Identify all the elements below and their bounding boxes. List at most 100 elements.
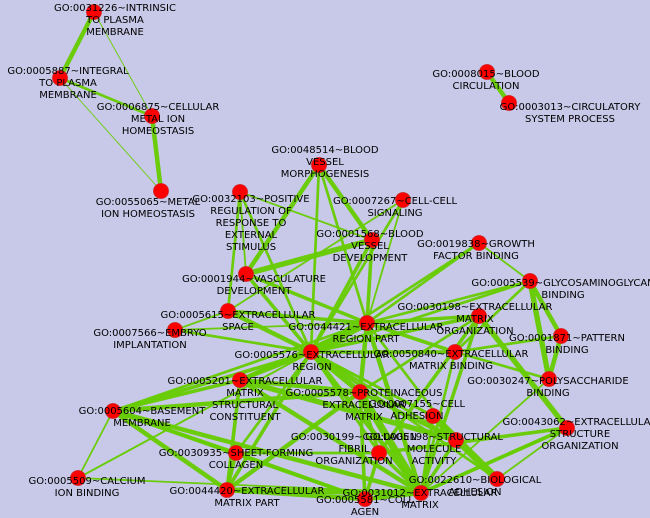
edge-n22-n27 <box>237 377 459 443</box>
node-label-line: EXTERNAL <box>225 230 278 241</box>
edge-n27-n30 <box>455 439 498 480</box>
node-label-line: STIMULUS <box>226 242 276 253</box>
edge-n9-n16 <box>366 199 404 324</box>
node-label-line: MATRIX <box>456 314 494 325</box>
node-n21[interactable] <box>541 371 557 387</box>
edge-n32-n34 <box>224 487 368 502</box>
edge-n14-n19 <box>225 308 314 355</box>
node-n29[interactable] <box>228 445 244 461</box>
node-label-line: SYSTEM PROCESS <box>525 114 615 125</box>
node-label-line: EXTRACELLULAR <box>322 400 405 411</box>
node-n22[interactable] <box>232 372 248 388</box>
node-n20[interactable] <box>447 344 463 360</box>
edge-n18-n19 <box>173 328 313 354</box>
edge-n23-n28 <box>358 390 381 455</box>
edge-n1-n2 <box>57 9 97 81</box>
node-label-line: GO:0005198~STRUCTURAL <box>365 432 503 443</box>
node-label-line: GO:0001871~PATTERN <box>509 333 625 344</box>
node-n18[interactable] <box>167 322 183 338</box>
node-label-line: GO:0043062~EXTRACELLULAR <box>503 417 650 428</box>
node-n32[interactable] <box>219 482 235 498</box>
edge-n7-n10 <box>316 162 375 243</box>
node-n11[interactable] <box>471 235 487 251</box>
node-n9[interactable] <box>395 192 411 208</box>
node-label-line: MEMBRANE <box>86 27 144 38</box>
edge-n26-n30 <box>496 427 568 480</box>
node-label-line: GO:0005578~PROTEINACEOUS <box>286 388 443 399</box>
node-n7[interactable] <box>311 157 327 173</box>
node-n34[interactable] <box>357 491 373 507</box>
node-n31[interactable] <box>70 470 86 486</box>
node-n19[interactable] <box>303 344 319 360</box>
node-n3[interactable] <box>144 108 160 124</box>
node-n5[interactable] <box>479 64 495 80</box>
node-n25[interactable] <box>425 408 441 424</box>
edge-n16-n24 <box>111 321 369 413</box>
node-label-line: MATRIX BINDING <box>409 361 493 372</box>
node-label-line: COLLAGEN <box>209 460 263 471</box>
node-n15[interactable] <box>471 308 487 324</box>
node-label-line: ADHESION <box>448 487 501 498</box>
node-n16[interactable] <box>359 315 375 331</box>
node-n17[interactable] <box>553 328 569 344</box>
edge-n12-n16 <box>244 272 369 325</box>
node-label-line: ION BINDING <box>55 488 120 499</box>
edge-n15-n16 <box>365 314 481 325</box>
edge-n3-n4 <box>149 113 164 194</box>
edge-n33-n27 <box>419 438 458 495</box>
node-label-line: TO PLASMA <box>85 15 144 26</box>
node-label-line: GO:0019838~GROWTH <box>417 239 535 250</box>
edge-n9-n19 <box>309 198 405 354</box>
node-n1[interactable] <box>86 4 102 20</box>
node-label-line: GO:0050840~EXTRACELLULAR <box>374 349 529 360</box>
node-n6[interactable] <box>501 95 517 111</box>
node-n28[interactable] <box>371 445 387 461</box>
node-n24[interactable] <box>105 403 121 419</box>
edge-layer <box>57 9 570 502</box>
node-n4[interactable] <box>153 183 169 199</box>
node-label-line: SPACE <box>222 322 254 333</box>
node-label-line: BINDING <box>526 388 569 399</box>
node-n10[interactable] <box>364 232 380 248</box>
node-n23[interactable] <box>352 384 368 400</box>
node-label-line: DEVELOPMENT <box>333 253 409 264</box>
node-label-line: GO:0022610~BIOLOGICAL <box>409 475 542 486</box>
edge-n34-n29 <box>234 451 367 501</box>
node-n30[interactable] <box>489 471 505 487</box>
node-n2[interactable] <box>52 70 68 86</box>
node-label-line: GO:0044421~EXTRACELLULAR <box>289 322 444 333</box>
node-n12[interactable] <box>238 266 254 282</box>
node-n26[interactable] <box>559 420 575 436</box>
node-n14[interactable] <box>220 303 236 319</box>
node-label-line: GO:0007267~CELL-CELL <box>333 196 457 207</box>
node-label-line: MATRIX <box>226 388 264 399</box>
edge-n7-n19 <box>309 163 321 354</box>
node-n33[interactable] <box>413 485 429 501</box>
edge-n25-n33 <box>419 414 435 495</box>
node-label-line: CIRCULATION <box>453 81 520 92</box>
edge-n13-n17 <box>527 278 564 339</box>
node-n8[interactable] <box>232 184 248 200</box>
edge-n14-n16 <box>226 309 369 325</box>
node-n13[interactable] <box>522 273 538 289</box>
node-label-line: GO:0048514~BLOOD <box>271 145 379 156</box>
node-n27[interactable] <box>448 432 464 448</box>
node-label-line: GO:0006875~CELLULAR <box>97 102 220 113</box>
node-label-line: GO:0003013~CIRCULATORY <box>500 102 642 113</box>
edge-n16-n23 <box>357 320 370 395</box>
node-label-line: GO:0032103~POSITIVE <box>192 194 309 205</box>
